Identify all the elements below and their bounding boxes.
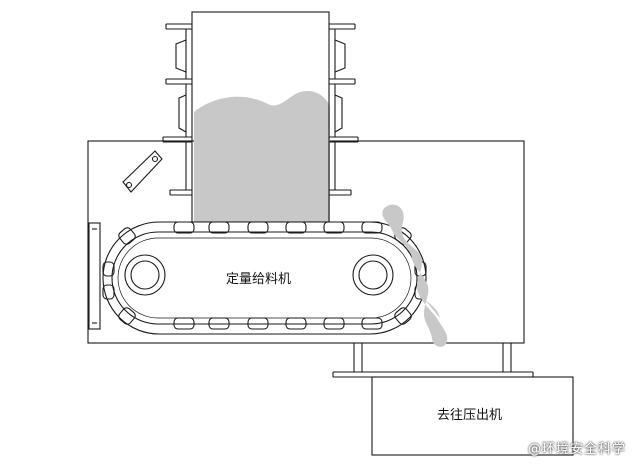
discharge-supports [332, 343, 534, 378]
right-sprocket [352, 254, 394, 296]
feeder-label: 定量给料机 [226, 272, 292, 287]
destination-box [371, 376, 574, 456]
falling-material [382, 204, 448, 347]
chain-links-bottom [173, 317, 383, 330]
destination-label: 去往压出机 [437, 408, 503, 423]
side-guard [88, 222, 101, 330]
hopper-right-flanges [329, 23, 359, 196]
hopper-material [194, 90, 330, 222]
watermark: @环境安全科学 [527, 442, 626, 457]
hopper-left-flanges [162, 23, 192, 196]
mounting-bracket [122, 150, 163, 193]
chain-links-top [173, 221, 383, 234]
chain-links-ends [102, 227, 427, 325]
conveyor-belt-inner [111, 231, 418, 325]
left-sprocket [124, 254, 166, 296]
